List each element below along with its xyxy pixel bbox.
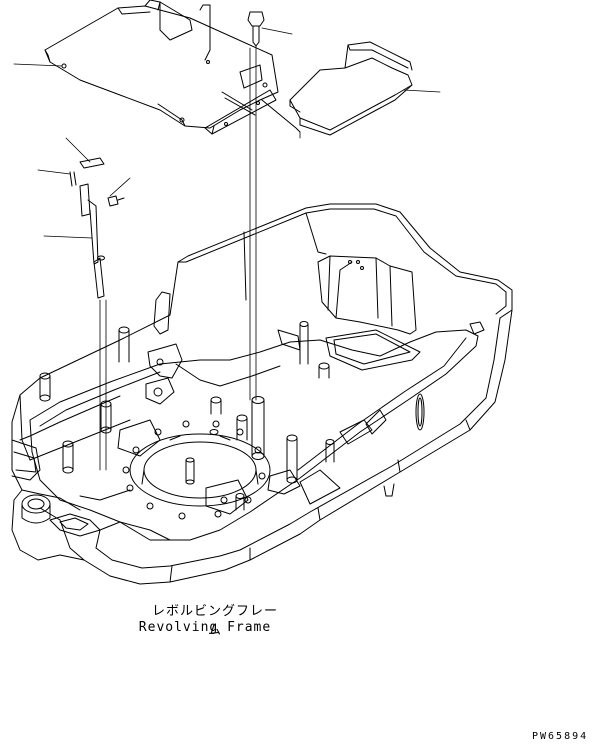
drawing-number: PW65894 xyxy=(532,731,589,742)
part-name-japanese: レボルビングフレーム xyxy=(151,604,278,638)
leader-lines xyxy=(14,28,440,238)
upper-cover-plate xyxy=(45,0,300,134)
small-parts xyxy=(70,158,124,470)
right-cover-plate xyxy=(290,42,412,135)
part-name-english: Revolving Frame xyxy=(138,620,272,635)
revolving-frame xyxy=(12,204,512,584)
frame-posts xyxy=(40,322,334,511)
bolt xyxy=(248,12,264,400)
